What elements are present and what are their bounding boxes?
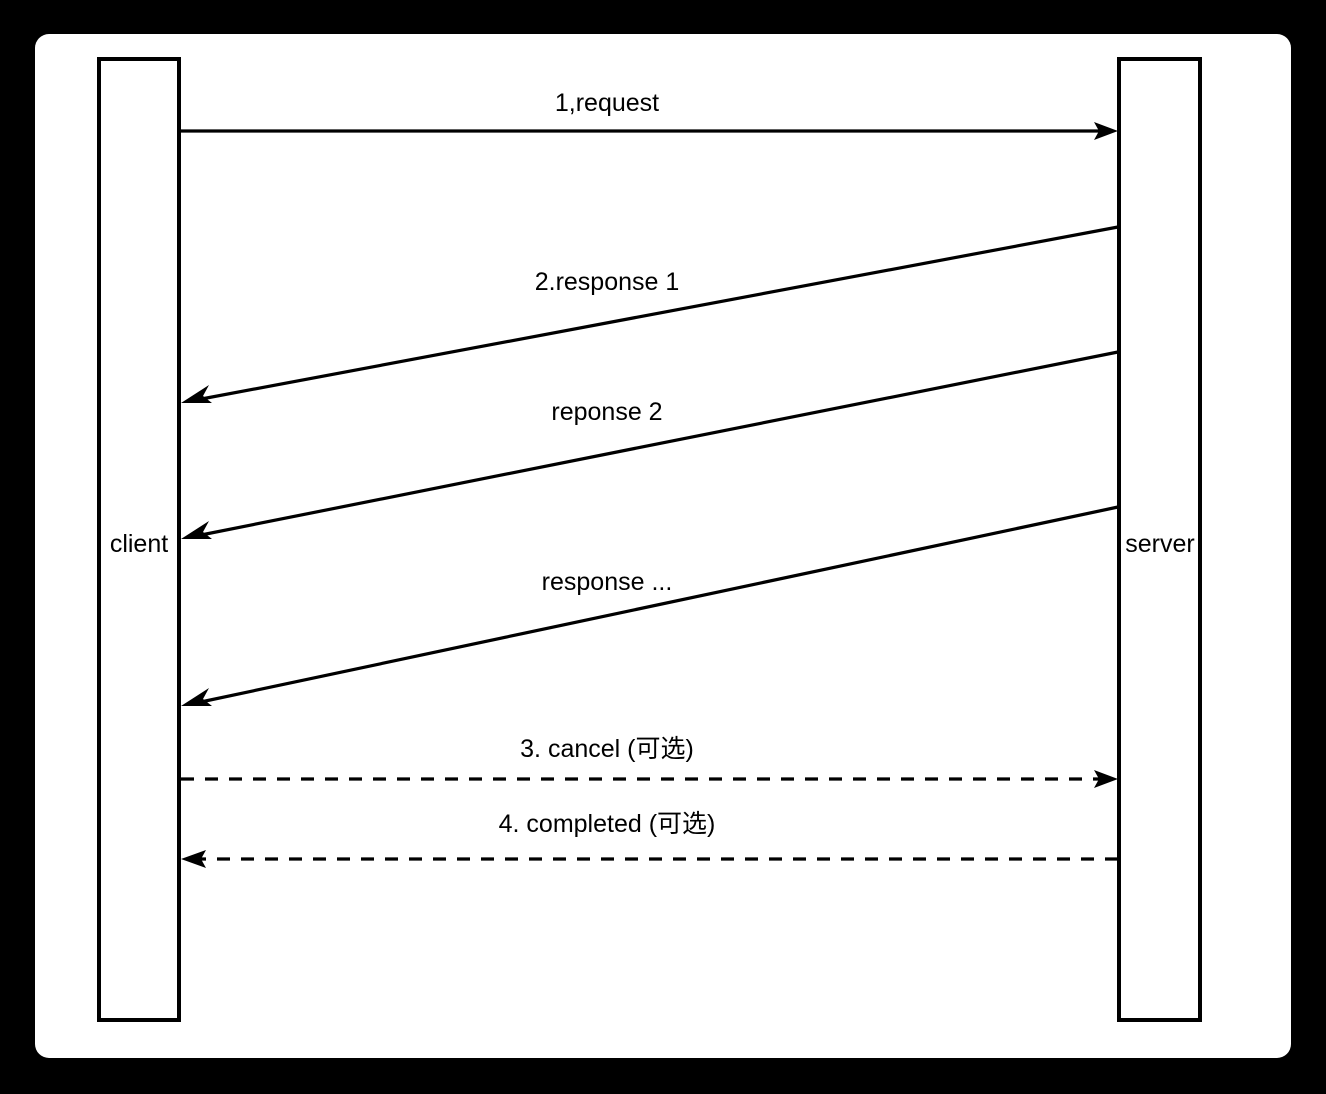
message-3-reponse-2[interactable]: reponse 2 [181, 350, 1119, 539]
message-2-line [195, 225, 1119, 402]
message-6-arrowhead [181, 850, 206, 868]
message-1-arrowhead [1094, 122, 1118, 140]
message-2-label: 2.response 1 [535, 268, 680, 296]
message-4-label: response ... [542, 568, 673, 596]
message-3-arrowhead [181, 521, 212, 539]
message-5-cancel[interactable]: 3. cancel (可选) [181, 735, 1118, 788]
lifeline-box-client[interactable] [97, 57, 181, 1022]
message-3-label: reponse 2 [551, 398, 662, 426]
diagram-canvas [35, 34, 1291, 1058]
message-5-arrowhead [1094, 770, 1118, 788]
actor-label-server: server [1125, 530, 1194, 558]
lifeline-box-server[interactable] [1117, 57, 1202, 1022]
message-6-completed[interactable]: 4. completed (可选) [181, 810, 1118, 868]
message-4-response-more[interactable]: response ... [181, 505, 1119, 706]
message-6-label: 4. completed (可选) [499, 810, 716, 838]
message-1-label: 1,request [555, 89, 659, 117]
message-4-line [195, 505, 1119, 705]
message-2-response-1[interactable]: 2.response 1 [181, 225, 1119, 403]
message-1-request[interactable]: 1,request [180, 89, 1118, 140]
actor-label-client: client [110, 530, 168, 558]
message-4-arrowhead [181, 688, 212, 706]
message-2-arrowhead [181, 385, 212, 403]
message-3-line [195, 350, 1119, 538]
message-5-label: 3. cancel (可选) [520, 735, 694, 763]
